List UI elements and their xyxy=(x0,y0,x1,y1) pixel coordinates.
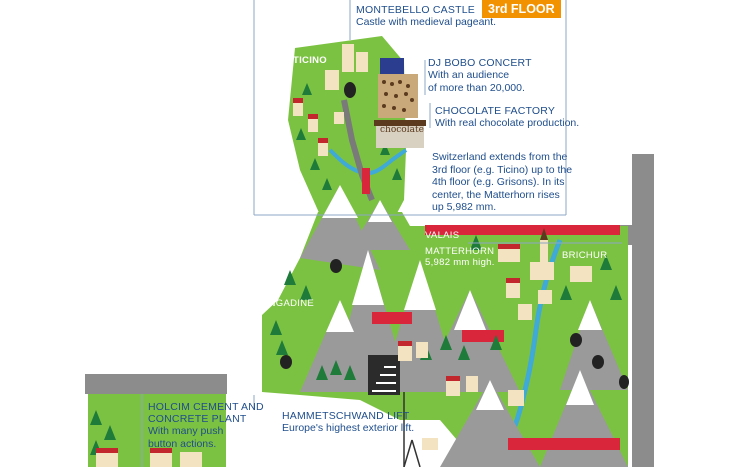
train-engadine xyxy=(462,330,504,342)
tunnels xyxy=(280,82,629,389)
callout-title: CONCRETE PLANT xyxy=(148,413,247,425)
callout-line: With many push xyxy=(148,425,224,437)
wall-floor-right xyxy=(632,154,654,467)
callout-line: 3rd floor (e.g. Ticino) up to the xyxy=(432,163,573,176)
train-bottom xyxy=(508,438,620,450)
callout-line: button actions. xyxy=(148,437,217,450)
holcim-land xyxy=(88,394,226,467)
wall-left xyxy=(85,374,227,394)
callout-switzerland: Switzerland extends from the 3rd floor (… xyxy=(432,151,572,214)
church xyxy=(540,240,548,270)
callout-line: 4th floor (e.g. Grisons). In its xyxy=(432,176,565,188)
callout-text: With real chocolate production. xyxy=(435,117,580,129)
callout-title: DJ BOBO CONCERT xyxy=(428,57,532,69)
callout-line: center, the Matterhorn rises xyxy=(432,188,560,201)
houses xyxy=(96,44,592,467)
concert-stage xyxy=(380,58,404,76)
callout-title: MATTERHORN xyxy=(425,246,495,257)
callout-line: up 5,982 mm. xyxy=(432,201,497,213)
chocolate-factory xyxy=(376,122,424,148)
callout-text: 5,982 mm high. xyxy=(425,257,495,268)
label-engadine: ENGADINE xyxy=(262,298,315,309)
callout-text: Castle with medieval pageant. xyxy=(356,16,497,28)
floor-badge: 3rd FLOOR xyxy=(482,0,561,18)
train-ticino xyxy=(362,168,370,194)
callout-title: MONTEBELLO CASTLE xyxy=(356,4,475,16)
callout-text: Europe's highest exterior lift. xyxy=(282,422,415,434)
callout-line: With an audience xyxy=(428,69,510,81)
label-chocolate-sign: chocolate xyxy=(380,125,424,135)
callout-title: HAMMETSCHWAND LIFT xyxy=(282,410,410,422)
label-valais: VALAIS xyxy=(425,230,460,241)
callout-hammetschwand: HAMMETSCHWAND LIFT Europe's highest exte… xyxy=(282,410,414,435)
callout-montebello: MONTEBELLO CASTLE Castle with medieval p… xyxy=(356,4,496,29)
callout-line: Switzerland extends from the xyxy=(432,151,568,163)
wall-right-top xyxy=(620,225,654,245)
callout-holcim: HOLCIM CEMENT AND CONCRETE PLANT With ma… xyxy=(148,401,264,450)
callout-line: of more than 20,000. xyxy=(428,81,525,94)
callout-matterhorn: MATTERHORN 5,982 mm high. xyxy=(425,246,495,268)
callout-djbobo: DJ BOBO CONCERT With an audience of more… xyxy=(428,57,532,94)
label-brichur: BRICHUR xyxy=(562,250,608,261)
callout-title: CHOCOLATE FACTORY xyxy=(435,105,556,117)
train-valais xyxy=(425,225,620,235)
mountain-snowcaps xyxy=(322,185,602,410)
label-ticino: TICINO xyxy=(293,55,327,66)
hammetschwand-lift xyxy=(403,392,421,467)
callout-chocolate: CHOCOLATE FACTORY With real chocolate pr… xyxy=(435,105,579,130)
lift-station xyxy=(422,438,438,450)
callout-title: HOLCIM CEMENT AND xyxy=(148,401,264,413)
callout-lines xyxy=(141,0,622,467)
train-matterhorn xyxy=(372,312,412,324)
